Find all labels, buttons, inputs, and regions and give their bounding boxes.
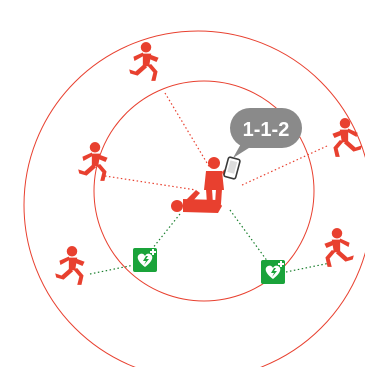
inner-radius-circle — [93, 80, 315, 302]
aed-icon — [133, 248, 157, 272]
link-runner-left — [104, 175, 197, 191]
phone-icon — [223, 156, 241, 180]
outer-radius-circle — [23, 30, 365, 367]
aed-icon — [261, 260, 285, 284]
link-aed-runner-right — [285, 262, 331, 273]
running-person-icon — [55, 246, 85, 285]
lying-victim-icon — [171, 190, 222, 213]
running-person-icon — [324, 228, 354, 267]
link-aed-left-victim — [147, 213, 181, 255]
link-runner-top — [164, 92, 211, 169]
call-number-label: 1-1-2 — [243, 119, 290, 141]
running-person-icon — [332, 118, 362, 157]
running-person-icon — [129, 42, 159, 81]
link-runner-aed-left — [89, 264, 135, 275]
link-aed-right-victim — [229, 209, 269, 263]
speech-bubble-icon — [230, 108, 302, 158]
